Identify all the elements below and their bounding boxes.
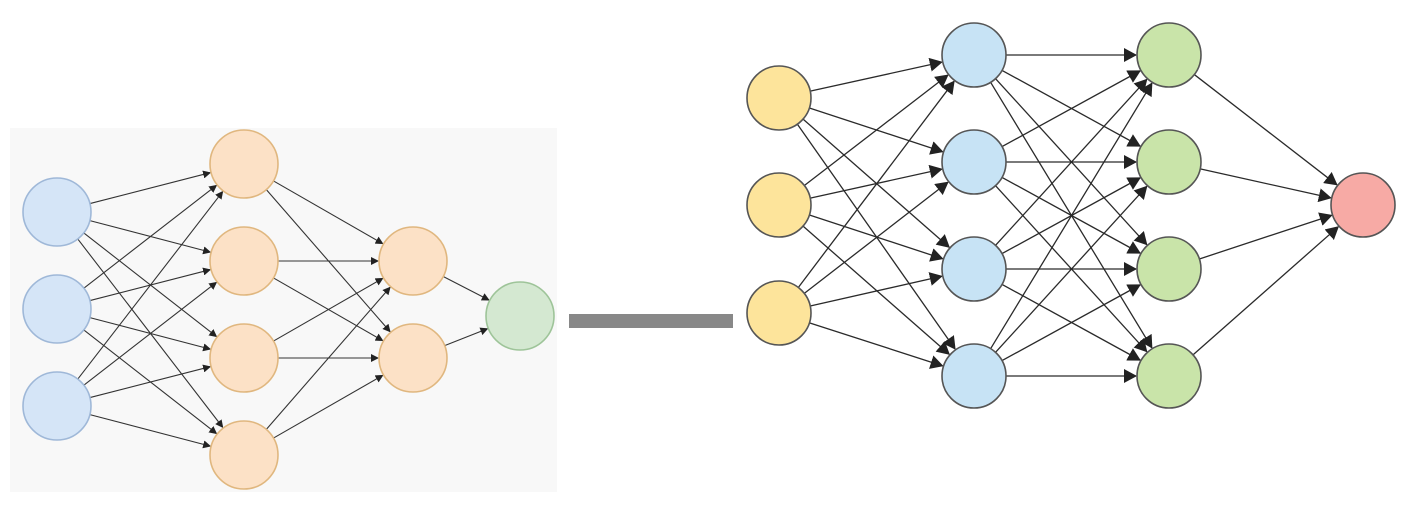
right-edge-hidden-1-2-to-hidden-2-1: [1001, 70, 1141, 148]
right-edge-input-2-to-hidden-1-4: [802, 225, 950, 355]
right-network: [746, 22, 1396, 409]
right-edge-hidden-2-4-to-output-1: [1192, 226, 1339, 356]
left-edge-input-2-to-hidden-1-1: [83, 184, 218, 289]
left-edge-hidden-1-3-to-hidden-2-1: [273, 277, 384, 342]
left-node-input-1: [22, 177, 92, 247]
right-node-hidden-2-2: [1136, 129, 1202, 195]
left-node-hidden-1-1: [209, 129, 279, 199]
left-node-hidden-2-2: [378, 323, 448, 393]
left-node-hidden-1-2: [209, 226, 279, 296]
right-edge-input-3-to-hidden-1-3: [810, 272, 943, 307]
left-edge-hidden-2-1-to-output-1: [442, 276, 490, 301]
right-node-hidden-1-1: [941, 22, 1007, 88]
left-edge-hidden-1-4-to-hidden-2-1: [265, 286, 391, 430]
right-edge-input-3-to-hidden-1-2: [803, 181, 949, 294]
right-network-nodes: [746, 22, 1396, 409]
right-node-hidden-2-4: [1136, 343, 1202, 409]
right-edge-input-2-to-hidden-1-3: [809, 214, 944, 262]
right-edge-hidden-1-4-to-hidden-2-3: [1001, 284, 1141, 362]
right-edge-hidden-1-3-to-hidden-2-1: [995, 78, 1148, 246]
left-edge-input-3-to-hidden-1-3: [89, 364, 212, 399]
left-edge-hidden-1-4-to-hidden-2-2: [273, 374, 384, 439]
right-node-input-2: [746, 172, 812, 238]
right-edge-input-1-to-hidden-1-1: [810, 57, 943, 92]
right-edge-hidden-1-4-to-hidden-2-1: [990, 82, 1153, 349]
right-node-input-1: [746, 65, 812, 131]
right-edge-hidden-2-3-to-output-1: [1199, 212, 1333, 260]
right-edge-input-3-to-hidden-1-1: [797, 80, 955, 288]
left-edge-input-3-to-hidden-1-2: [83, 281, 218, 386]
left-edge-hidden-1-1-to-hidden-2-1: [273, 180, 384, 245]
left-node-hidden-2-1: [378, 226, 448, 296]
left-network: [10, 128, 557, 492]
right-node-output-1: [1330, 172, 1396, 238]
right-network-edges: [796, 48, 1339, 383]
right-node-hidden-2-3: [1136, 236, 1202, 302]
right-edge-hidden-2-2-to-output-1: [1200, 168, 1332, 203]
right-edge-input-2-to-hidden-1-1: [803, 74, 949, 187]
right-node-hidden-1-2: [941, 129, 1007, 195]
left-network-nodes: [22, 129, 555, 490]
left-node-input-3: [22, 371, 92, 441]
left-network-background: [10, 128, 557, 492]
right-node-input-3: [746, 280, 812, 346]
left-edge-hidden-2-2-to-output-1: [444, 327, 489, 347]
right-edge-hidden-2-1-to-output-1: [1193, 74, 1338, 186]
left-network-edges: [77, 170, 490, 449]
left-edge-input-3-to-hidden-1-1: [77, 190, 224, 380]
left-node-input-2: [22, 274, 92, 344]
transformation-arrow-bar: [569, 314, 733, 328]
right-edge-input-3-to-hidden-1-4: [809, 322, 944, 369]
left-edge-input-3-to-hidden-1-4: [89, 414, 212, 449]
left-node-hidden-1-3: [209, 323, 279, 393]
right-node-hidden-1-3: [941, 236, 1007, 302]
right-node-hidden-1-4: [941, 343, 1007, 409]
right-node-hidden-2-1: [1136, 22, 1202, 88]
right-edge-hidden-1-4-to-hidden-2-2: [995, 185, 1148, 353]
left-node-output-1: [485, 281, 555, 351]
left-node-hidden-1-4: [209, 420, 279, 490]
left-edge-input-1-to-hidden-1-1: [89, 170, 212, 205]
